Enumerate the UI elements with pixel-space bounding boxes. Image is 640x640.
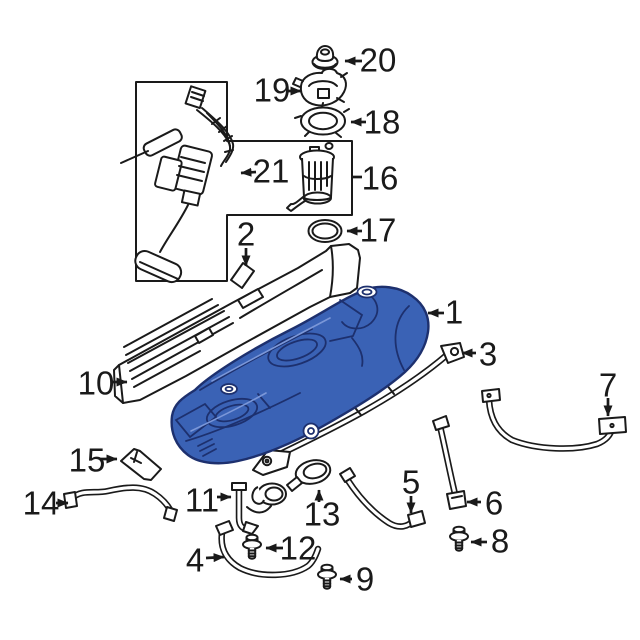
callout-2: 2	[237, 216, 255, 267]
callout-4-label: 4	[186, 542, 204, 579]
callout-5-label: 5	[402, 464, 420, 501]
part-8-bolt-drawing	[449, 525, 469, 552]
callout-19-label: 19	[254, 72, 291, 109]
part-12-bolt-drawing	[242, 533, 262, 560]
callout-7-label: 7	[599, 367, 617, 404]
callout-6: 6	[466, 485, 503, 522]
callouts: 1 2 3 4 5 6 7 8	[23, 42, 618, 598]
callout-15: 15	[69, 442, 118, 479]
callout-9-label: 9	[356, 561, 374, 598]
part-7-tank-strap-drawing	[481, 388, 627, 452]
callout-16-label: 16	[362, 160, 399, 197]
callout-18-label: 18	[364, 104, 401, 141]
callout-17-label: 17	[360, 212, 397, 249]
part-5-tank-strap-drawing	[339, 467, 426, 530]
callout-9: 9	[339, 561, 374, 598]
callout-3: 3	[461, 336, 497, 373]
callout-10: 10	[78, 365, 128, 402]
part-21-fuel-sender-drawing	[120, 85, 235, 284]
callout-21: 21	[240, 153, 290, 190]
callout-12-label: 12	[280, 530, 317, 567]
callout-3-label: 3	[479, 336, 497, 373]
callout-15-label: 15	[69, 442, 106, 479]
part-16-fuel-pump-module-drawing	[286, 142, 335, 212]
part-2-label-patch-drawing	[230, 262, 255, 289]
callout-18: 18	[350, 104, 401, 141]
callout-8: 8	[470, 523, 509, 560]
callout-1-label: 1	[445, 294, 463, 331]
part-20-cap-nut-drawing	[311, 45, 339, 70]
callout-14: 14	[23, 485, 69, 522]
part-14-fuel-hose-drawing	[63, 484, 178, 522]
part-9-bolt-drawing	[317, 563, 337, 590]
callout-6-label: 6	[485, 485, 503, 522]
part-13-filler-seal-drawing	[286, 459, 332, 492]
callout-20: 20	[344, 42, 397, 79]
part-3-support-bracket-drawing	[252, 342, 465, 476]
callout-13-label: 13	[304, 496, 341, 533]
callout-17: 17	[346, 212, 397, 249]
part-19-lock-plate-drawing	[292, 67, 348, 107]
callout-4: 4	[186, 542, 225, 579]
part-6-strap-bracket-drawing	[432, 415, 467, 510]
callout-16: 16	[352, 160, 398, 197]
callout-1: 1	[427, 294, 463, 331]
callout-12: 12	[265, 530, 317, 567]
callout-11-label: 11	[185, 482, 219, 519]
callout-10-label: 10	[78, 365, 115, 402]
callout-8-label: 8	[491, 523, 509, 560]
callout-7: 7	[599, 367, 617, 417]
callout-5: 5	[402, 464, 420, 514]
callout-19: 19	[254, 72, 302, 109]
callout-14-label: 14	[23, 485, 60, 522]
part-1-fuel-tank-drawing	[170, 285, 430, 465]
part-17-seal-ring-drawing	[307, 219, 343, 243]
part-18-lock-ring-drawing	[294, 102, 350, 138]
callout-20-label: 20	[360, 42, 397, 79]
callout-13: 13	[304, 489, 341, 533]
part-15-vent-hose-drawing	[120, 448, 162, 481]
callout-11: 11	[185, 482, 232, 519]
callout-2-label: 2	[237, 216, 255, 253]
part-4-tank-strap-drawing	[215, 520, 322, 579]
part-11-filler-pipe-drawing	[231, 482, 287, 535]
callout-21-label: 21	[253, 153, 290, 190]
